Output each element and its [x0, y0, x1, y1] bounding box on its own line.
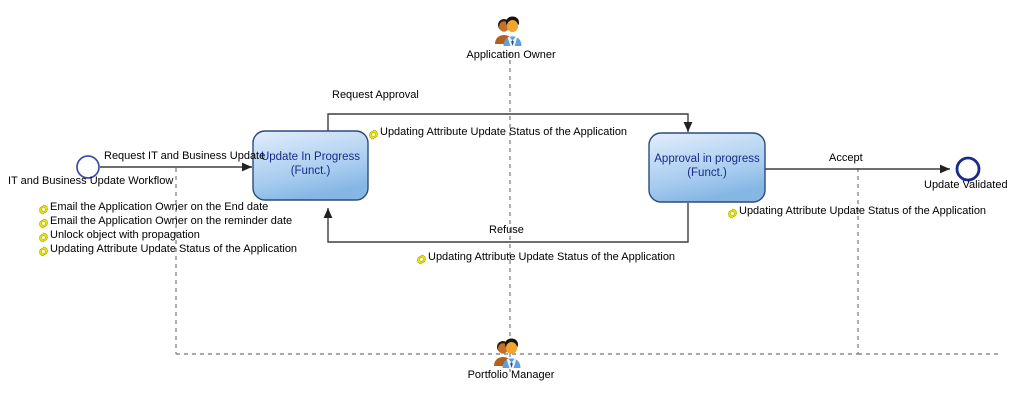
transition-action-label: Updating Attribute Update Status of the … — [428, 251, 676, 263]
start-action-label: Email the Application Owner on the remin… — [50, 215, 293, 227]
edge-refuse — [323, 203, 689, 243]
start-action-item-4: Updating Attribute Update Status of the … — [38, 243, 298, 257]
gear-icon — [38, 216, 49, 229]
start-action-item-3: Unlock object with propagation — [38, 229, 200, 243]
gear-icon — [38, 244, 49, 257]
state-label-line2: (Funct.) — [290, 165, 331, 177]
actor-label-application-owner: Application Owner — [466, 49, 556, 61]
state-label-line1: Approval in progress — [654, 153, 760, 165]
actor-label-portfolio-manager: Portfolio Manager — [467, 369, 555, 381]
start-action-item-2: Email the Application Owner on the remin… — [38, 215, 293, 229]
start-action-item-1: Email the Application Owner on the End d… — [38, 201, 269, 215]
start-action-label: Email the Application Owner on the End d… — [50, 201, 269, 213]
state-label-approval-in-progress[interactable]: Approval in progress (Funct.) — [649, 152, 765, 180]
end-node-label: Update Validated — [924, 179, 1008, 191]
gear-icon — [38, 202, 49, 215]
transition-label-refuse: Refuse — [489, 224, 524, 236]
state-label-line2: (Funct.) — [687, 167, 727, 179]
transition-action-refuse: Updating Attribute Update Status of the … — [416, 251, 676, 265]
state-box-update-in-progress — [252, 130, 369, 201]
end-node-circle — [955, 156, 981, 182]
start-node-circle — [76, 155, 100, 179]
transition-action-accept: Updating Attribute Update Status of the … — [727, 205, 987, 219]
transition-label-request-it-and-business-update: Request IT and Business Update — [104, 150, 266, 162]
edge-request-approval — [327, 113, 693, 132]
transition-action-request-approval: Updating Attribute Update Status of the … — [368, 126, 628, 140]
lifeline-group — [175, 52, 1000, 372]
gear-icon — [38, 230, 49, 243]
start-action-label: Unlock object with propagation — [50, 229, 200, 241]
state-label-line1: Update In Progress — [260, 151, 361, 163]
state-box-approval-in-progress — [648, 132, 766, 203]
gear-icon — [416, 252, 427, 265]
gear-icon — [727, 206, 738, 219]
actor-icon-portfolio-manager[interactable] — [490, 336, 530, 370]
actor-icon-application-owner[interactable] — [491, 14, 531, 48]
state-label-update-in-progress[interactable]: Update In Progress (Funct.) — [253, 150, 368, 178]
gear-icon — [368, 127, 379, 140]
start-node-label: IT and Business Update Workflow — [8, 175, 174, 187]
start-action-label: Updating Attribute Update Status of the … — [50, 243, 298, 255]
transition-action-label: Updating Attribute Update Status of the … — [380, 126, 628, 138]
transition-label-request-approval: Request Approval — [332, 89, 419, 101]
transition-action-label: Updating Attribute Update Status of the … — [739, 205, 987, 217]
transition-label-accept: Accept — [829, 152, 863, 164]
